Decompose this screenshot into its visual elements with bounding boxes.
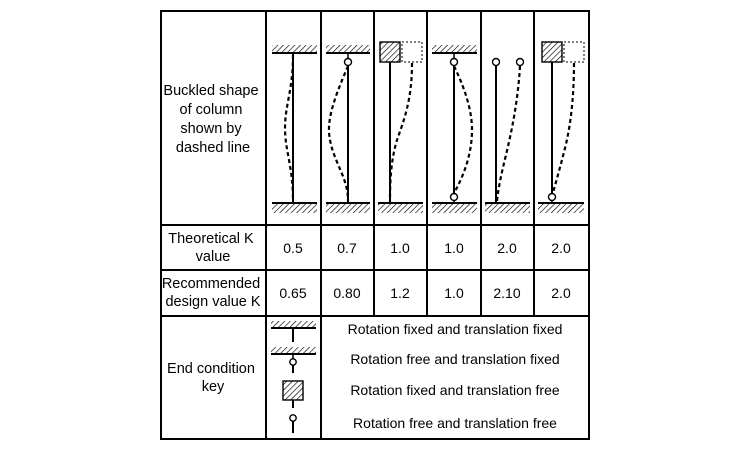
table-grid: [160, 10, 590, 440]
pin-hinge-icon: [343, 57, 353, 67]
buckled-shape-pinned-pinned: [432, 45, 477, 213]
recommended-k-value: 1.0: [444, 285, 464, 301]
buckled-shape-sway-pinned: [538, 41, 585, 213]
rotation-free-translation-fixed-icon: [271, 347, 316, 373]
buckled-shape-fixed-fixed: [272, 45, 317, 213]
displaced-block-dashed: [563, 41, 585, 63]
buckled-shape-pinned-fixed: [326, 45, 370, 213]
buckled-shape-dashed: [551, 62, 576, 194]
theoretical-k-value: 2.0: [551, 240, 571, 256]
bottom-support-hatch: [326, 204, 370, 213]
bottom-support-hatch: [485, 204, 530, 213]
buckled-shape-dashed: [453, 65, 474, 194]
rotation-fixed-block: [379, 41, 401, 63]
buckled-shape-dashed: [495, 65, 522, 202]
key-item-text: Rotation free and translation free: [353, 415, 557, 431]
recommended-k-values: 0.65 0.80 1.2 1.0 2.10 2.0: [279, 285, 571, 301]
bottom-support-hatch: [432, 204, 477, 213]
key-item-text: Rotation free and translation fixed: [350, 351, 559, 367]
buckled-shape-dashed: [283, 54, 295, 202]
pin-hinge-icon: [449, 192, 459, 202]
pin-hinge-icon: [547, 192, 557, 202]
buckled-shape-dashed: [388, 62, 414, 202]
recommended-k-label: Recommended design value K: [162, 276, 264, 310]
theoretical-k-value: 0.7: [337, 240, 357, 256]
top-support-hatch: [432, 45, 477, 53]
recommended-k-value: 0.65: [279, 285, 306, 301]
recommended-k-value: 1.2: [390, 285, 410, 301]
buckled-shape-free-fixed: [485, 57, 530, 213]
key-item-text: Rotation fixed and translation fixed: [348, 321, 563, 337]
bottom-support-hatch: [378, 204, 423, 213]
top-support-hatch: [272, 45, 317, 53]
recommended-k-value: 2.10: [493, 285, 520, 301]
rotation-free-translation-free-icon: [289, 414, 297, 433]
theoretical-k-value: 0.5: [283, 240, 303, 256]
free-end-displaced-icon: [515, 57, 525, 67]
recommended-k-value: 2.0: [551, 285, 571, 301]
rotation-fixed-translation-free-icon: [282, 380, 304, 408]
buckled-shape-sway-fixed: [378, 41, 423, 213]
theoretical-k-value: 1.0: [444, 240, 464, 256]
theoretical-k-value: 2.0: [497, 240, 517, 256]
free-end-icon: [491, 57, 501, 67]
buckled-shape-dashed: [327, 65, 350, 202]
top-support-hatch: [326, 45, 370, 53]
rotation-fixed-block: [541, 41, 563, 63]
end-condition-key-list: Rotation fixed and translation fixed Rot…: [348, 321, 563, 431]
end-condition-label: End condition key: [167, 361, 259, 395]
displaced-block-dashed: [401, 41, 423, 63]
theoretical-k-label: Theoretical K value: [168, 231, 257, 265]
bottom-support-hatch: [538, 204, 584, 213]
pin-hinge-icon: [449, 57, 459, 67]
buckled-shape-label: Buckled shape of column shown by dashed …: [163, 83, 262, 156]
key-item-text: Rotation fixed and translation free: [350, 382, 560, 398]
bottom-support-hatch: [272, 204, 317, 213]
recommended-k-value: 0.80: [333, 285, 360, 301]
theoretical-k-value: 1.0: [390, 240, 410, 256]
theoretical-k-values: 0.5 0.7 1.0 1.0 2.0 2.0: [283, 240, 571, 256]
rotation-fixed-translation-fixed-icon: [271, 321, 316, 342]
